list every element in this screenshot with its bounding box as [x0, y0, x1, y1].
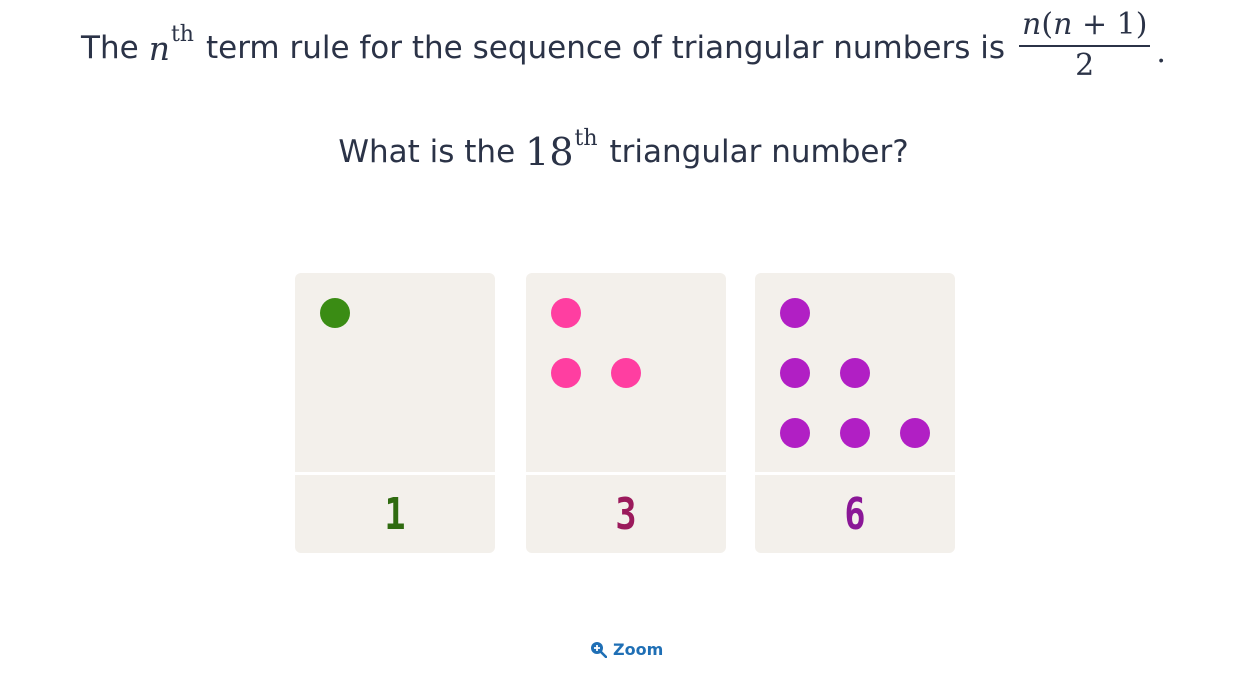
zoom-in-icon: [591, 641, 607, 658]
formula-denominator: 2: [1075, 47, 1095, 83]
term-superscript: th: [574, 125, 598, 151]
zoom-button[interactable]: Zoom: [590, 638, 663, 660]
term-number: 18: [525, 130, 574, 174]
dot: [780, 358, 810, 388]
card-divider: [755, 472, 955, 475]
zoom-label: Zoom: [613, 639, 664, 659]
triangular-cards: 1 3 6: [295, 273, 955, 553]
dot: [840, 418, 870, 448]
card-divider: [295, 472, 495, 475]
dot: [840, 358, 870, 388]
card-value: 6: [844, 489, 866, 540]
question-2-prefix: What is the: [338, 134, 516, 170]
dot: [551, 298, 581, 328]
question-rule-text: term rule for the sequence of triangular…: [205, 30, 1006, 66]
formula-numerator: n(n + 1): [1019, 7, 1151, 47]
dot: [780, 418, 810, 448]
dot: [780, 298, 810, 328]
nth-expression: n: [148, 28, 170, 68]
question-2-suffix: triangular number?: [609, 134, 909, 170]
formula-fraction: n(n + 1) 2: [1019, 7, 1151, 85]
card-value: 3: [615, 489, 637, 540]
nth-superscript: th: [170, 21, 194, 47]
dot: [900, 418, 930, 448]
formula-period: .: [1156, 34, 1166, 70]
card-divider: [526, 472, 726, 475]
card-value: 1: [384, 489, 406, 540]
dot: [611, 358, 641, 388]
question-prefix: The: [81, 30, 139, 66]
triangular-card-6: 6: [755, 273, 955, 553]
dot: [551, 358, 581, 388]
dot: [320, 298, 350, 328]
triangular-card-3: 3: [526, 273, 726, 553]
triangular-card-1: 1: [295, 273, 495, 553]
